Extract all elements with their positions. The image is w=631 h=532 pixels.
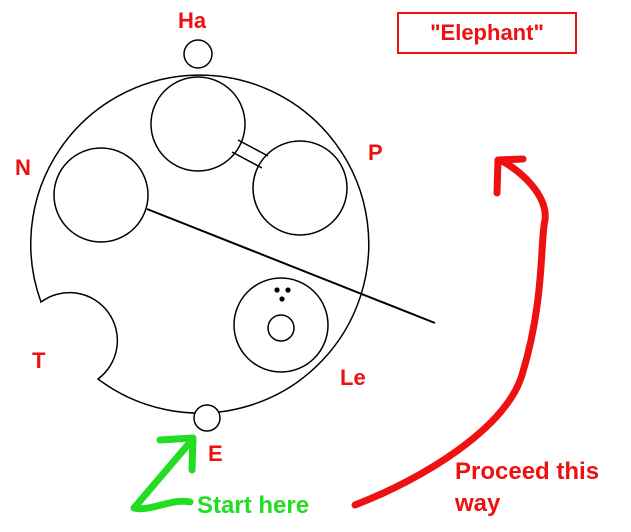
diagonal-line (146, 208, 436, 324)
connector-line-a (237, 139, 269, 157)
ha-small-circle (183, 39, 213, 69)
connector-line-b (231, 151, 263, 169)
dot (279, 296, 285, 302)
label-t: T (32, 348, 46, 373)
proceed-label-line1: Proceed this (455, 458, 600, 485)
top-inner-circle (150, 76, 246, 172)
right-inner-circle (252, 140, 348, 236)
red-arrowhead (493, 155, 527, 197)
e-small-circle (193, 404, 221, 432)
label-n: N (15, 155, 31, 180)
main-circle-outline (30, 74, 370, 414)
dot (285, 287, 291, 293)
red-proceed-arrow (351, 156, 549, 509)
lower-right-circle (233, 277, 329, 373)
left-inner-circle (53, 147, 149, 243)
title-box: "Elephant" (397, 12, 577, 54)
label-ha: Ha (178, 8, 207, 33)
label-p: P (368, 140, 383, 165)
green-start-arrow (130, 436, 196, 513)
green-arrowhead (156, 434, 197, 474)
lower-right-inner-ring (267, 314, 295, 342)
label-e: E (208, 441, 223, 466)
start-here-label: Start here (197, 492, 310, 519)
label-le: Le (340, 365, 366, 390)
diagram-title: "Elephant" (430, 20, 544, 45)
dot (274, 287, 280, 293)
proceed-label-line2: way (455, 490, 501, 517)
